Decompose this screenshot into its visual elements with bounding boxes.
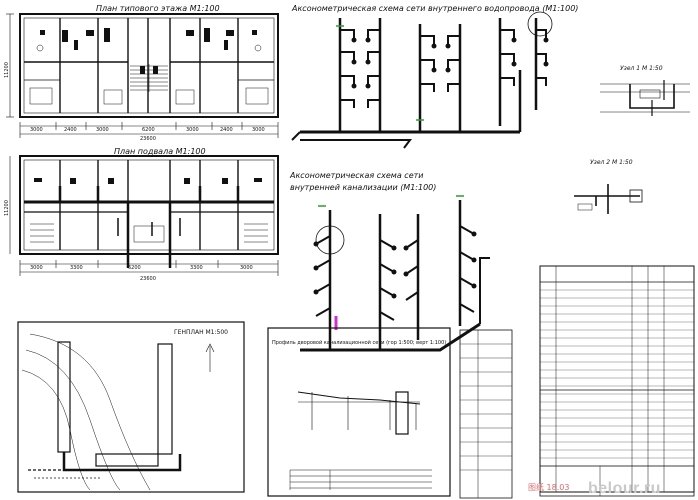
plan2-side-dim: 11200 [4,200,10,216]
genplan [17,321,245,493]
sewer-iso-title-1: Аксонометрическая схема сети [289,171,423,180]
plan2-dimensions: 3000 3300 6200 3300 3000 23600 11200 [4,200,253,282]
plan1-dim-0: 3000 [30,127,43,133]
plan2-total: 23600 [140,276,156,282]
spec-rows [540,289,694,459]
legend-table [459,329,513,499]
sewer-isometric [300,195,490,352]
node2-detail [574,184,643,214]
plan1-dim-5: 2400 [220,127,233,133]
sewer-iso-title-2: внутренней канализации (М1:100) [290,183,436,192]
specification-table [539,265,695,493]
typical-floor-plan [6,13,279,138]
plan1-dim-4: 3000 [186,127,199,133]
plan2-dim-3: 3300 [190,265,203,271]
genplan-title: ГЕНПЛАН М1:500 [174,329,228,336]
stamp-text: 图纸 18.03 [528,483,570,492]
sewer-profile [267,327,451,497]
plan1-dim-6: 3000 [252,127,265,133]
plan1-dim-3: 6200 [142,127,155,133]
plan2-dim-2: 6200 [128,265,141,271]
basement-plan [9,155,279,276]
node2-title: Узел 2 М 1:50 [590,159,633,166]
typical-floor-title: План типового этажа М1:100 [96,4,220,13]
plan2-dim-0: 3000 [30,265,43,271]
watermark-logo: belour.ru [588,480,661,497]
plan1-total: 23600 [140,136,156,142]
water-supply-isometric [291,11,553,149]
node1-title: Узел 1 М 1:50 [620,65,663,72]
profile-title: Профиль дворовой канализационной сети (г… [272,339,446,346]
plan1-dimensions: 3000 2400 3000 6200 3000 2400 3000 23600… [4,62,265,142]
node1-detail [600,80,690,116]
plan1-side-dim: 11200 [4,62,10,78]
title-block [539,465,695,497]
plan2-dim-1: 3300 [70,265,83,271]
plan1-dim-2: 3000 [96,127,109,133]
plan1-dim-1: 2400 [64,127,77,133]
basement-title: План подвала М1:100 [114,147,206,156]
plan2-dim-4: 3000 [240,265,253,271]
water-iso-title: Аксонометрическая схема сети внутреннего… [291,4,578,13]
